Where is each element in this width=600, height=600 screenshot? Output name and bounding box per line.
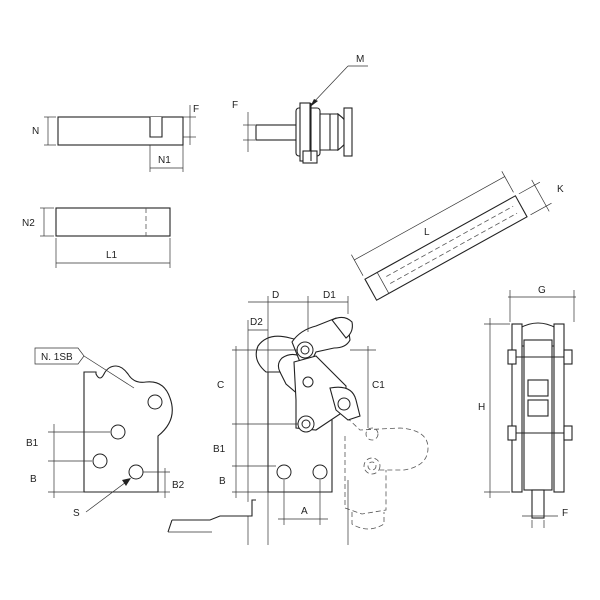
plate-top-body	[55, 207, 171, 237]
handle-tube-body	[364, 195, 528, 301]
pivot-top-nut	[300, 345, 310, 355]
dim-label-N2: N2	[22, 218, 35, 229]
hole-upper	[147, 394, 163, 410]
clamp-main-view: D D1 D2 C B1 B C1 A	[167, 290, 429, 545]
front-link-block	[527, 379, 549, 397]
dim-label-H: H	[478, 402, 485, 413]
dim-label-B-mid: B	[219, 476, 226, 487]
front-plate-left	[511, 323, 523, 493]
base-hole-left	[276, 464, 292, 480]
bolt-right-top	[563, 349, 573, 365]
pivot-lever	[337, 397, 351, 411]
dim-label-L: L	[424, 227, 430, 238]
bolt-left-bottom	[507, 425, 517, 441]
hex-nut-lower	[302, 150, 318, 164]
dim-label-D1: D1	[323, 290, 336, 301]
bolt-left-top	[507, 349, 517, 365]
dim-label-L1: L1	[106, 250, 118, 261]
base-plate-outline	[83, 365, 173, 493]
front-link-block-2	[527, 399, 549, 417]
base-hole-right	[312, 464, 328, 480]
base-plate-n1sb: N. 1SB B1 B B2 S	[26, 347, 185, 519]
bolt-right-bottom	[563, 425, 573, 441]
dim-label-D2: D2	[250, 317, 263, 328]
handle-tube: L K	[351, 171, 564, 301]
dim-label-F-top-mid: F	[232, 100, 238, 111]
spindle-cap	[331, 316, 353, 339]
dim-label-N1: N1	[158, 155, 171, 166]
dim-label-B1-mid: B1	[213, 444, 226, 455]
pivot-bottom-nut	[301, 419, 311, 429]
dim-label-B1-left: B1	[26, 438, 39, 449]
dim-label-B2: B2	[172, 480, 185, 491]
wedge-plate-side-view: N F N1	[32, 104, 199, 172]
dim-label-D: D	[272, 290, 279, 301]
pivot-mid	[302, 376, 314, 388]
center-link	[293, 355, 347, 431]
link-plate	[319, 113, 339, 151]
clamp-front-view: G H F	[478, 285, 576, 528]
hole-middle	[110, 424, 126, 440]
dim-label-F-right: F	[562, 508, 568, 519]
dim-label-B-left: B	[30, 474, 37, 485]
plate-top-view: N2 L1	[22, 207, 171, 268]
clamp-head-top-view: F M	[232, 54, 368, 164]
open-position-outline	[317, 389, 429, 471]
spindle-bar	[255, 124, 299, 141]
side-plate	[343, 107, 353, 157]
dim-label-C1: C1	[372, 380, 385, 391]
dim-label-A: A	[301, 506, 308, 517]
dim-label-G: G	[538, 285, 546, 296]
dim-label-K: K	[557, 184, 564, 195]
dim-label-F-top-left: F	[193, 104, 199, 115]
label-N1SB: N. 1SB	[41, 352, 73, 363]
wedge-plate-body	[57, 116, 184, 146]
wedge-plate-slot	[149, 117, 163, 138]
dim-label-S: S	[73, 508, 80, 519]
dim-label-N: N	[32, 126, 39, 137]
dim-label-C: C	[217, 380, 224, 391]
dim-label-M: M	[356, 54, 364, 65]
hole-lower-right	[128, 464, 144, 480]
hole-lower-left	[92, 453, 108, 469]
front-plate-right	[553, 323, 565, 493]
front-foot	[531, 489, 545, 519]
